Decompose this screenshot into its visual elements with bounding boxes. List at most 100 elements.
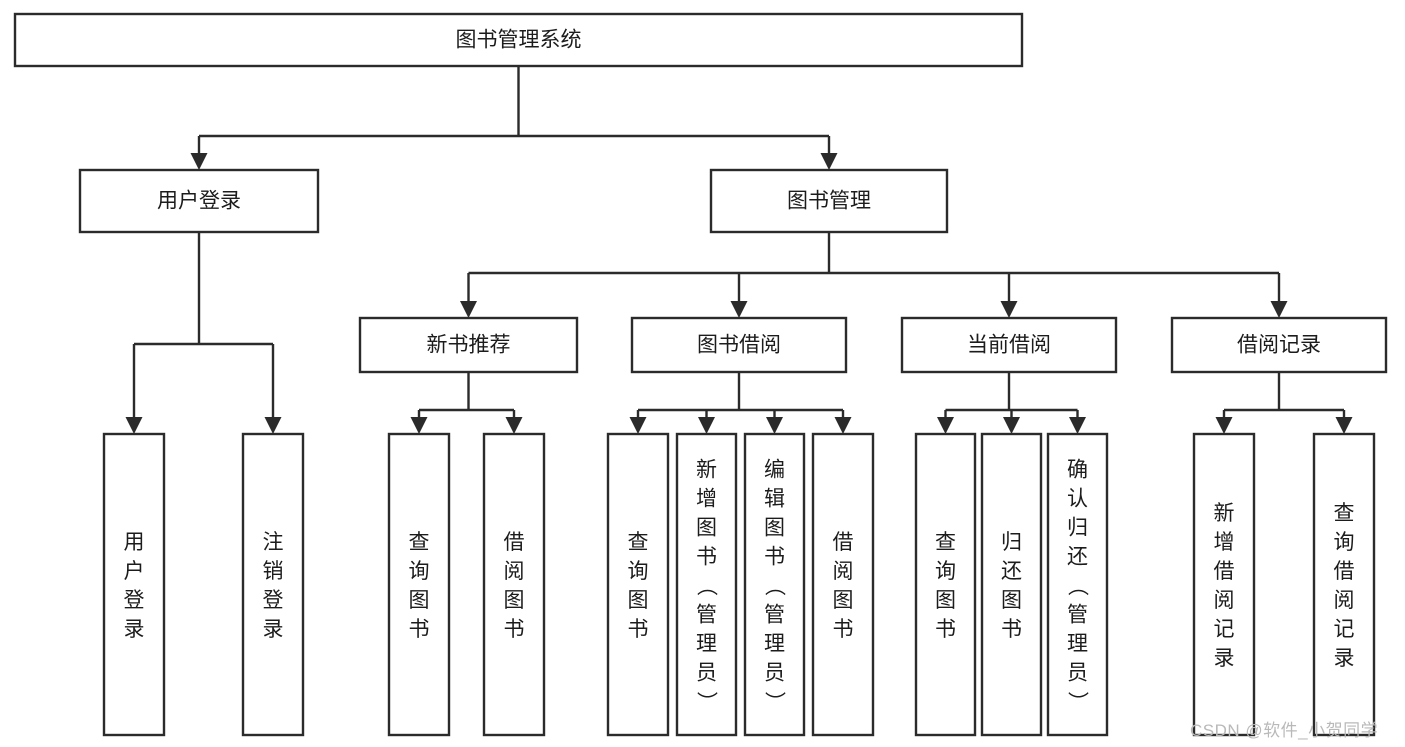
- svg-text:理: 理: [696, 633, 717, 656]
- svg-text:图: 图: [696, 517, 717, 540]
- node-book-borrow[interactable]: 图书借阅: [630, 316, 848, 374]
- arrow-head-icon: [1335, 417, 1353, 434]
- svg-text:注: 注: [263, 531, 284, 554]
- arrow-head-icon: [834, 417, 852, 434]
- svg-text:新: 新: [696, 459, 717, 482]
- svg-text:图: 图: [628, 589, 649, 612]
- node-book-borrow-box: [630, 316, 848, 374]
- arrow-head-icon: [698, 417, 715, 434]
- svg-text:书: 书: [409, 618, 430, 641]
- node-book-management[interactable]: 图书管理: [709, 168, 949, 234]
- svg-text:借: 借: [1334, 560, 1355, 583]
- arrow-head-icon: [1215, 417, 1233, 434]
- svg-text:）: ）: [695, 691, 718, 712]
- svg-text:录: 录: [263, 618, 284, 641]
- svg-text:图: 图: [409, 589, 430, 612]
- node-user-login-label: 用户登录: [157, 190, 241, 213]
- svg-text:询: 询: [1334, 531, 1355, 554]
- node-root-root[interactable]: 图书管理系统: [13, 12, 1024, 68]
- svg-text:图: 图: [764, 517, 785, 540]
- arrow-head-icon: [125, 417, 143, 434]
- svg-text:登: 登: [124, 589, 145, 612]
- arrow-head-icon: [505, 417, 523, 434]
- svg-text:阅: 阅: [1214, 589, 1235, 612]
- svg-text:查: 查: [628, 531, 649, 554]
- node-leaf-user-login[interactable]: 用户登录: [102, 432, 166, 737]
- svg-text:理: 理: [764, 633, 785, 656]
- svg-text:员: 员: [696, 662, 717, 685]
- svg-text:书: 书: [504, 618, 525, 641]
- svg-text:销: 销: [263, 560, 284, 583]
- diagram-nodes: 图书管理系统用户登录图书管理新书推荐图书借阅当前借阅借阅记录用户登录注销登录查询…: [13, 12, 1388, 737]
- node-user-login-box: [78, 168, 320, 234]
- node-current-borrow[interactable]: 当前借阅: [900, 316, 1118, 374]
- svg-text:借: 借: [1214, 560, 1235, 583]
- arrow-head-icon: [1069, 417, 1086, 434]
- svg-text:还: 还: [1001, 560, 1022, 583]
- svg-text:增: 增: [1214, 531, 1235, 554]
- node-current-borrow-box: [900, 316, 1118, 374]
- svg-text:新: 新: [1214, 502, 1235, 525]
- svg-text:）: ）: [1066, 691, 1089, 712]
- svg-text:）: ）: [763, 691, 786, 712]
- svg-text:管: 管: [764, 604, 785, 627]
- arrow-head-icon: [264, 417, 282, 434]
- node-borrow-record[interactable]: 借阅记录: [1170, 316, 1388, 374]
- arrow-head-icon: [820, 153, 838, 170]
- node-leaf-return-book-box: [980, 432, 1043, 737]
- svg-text:查: 查: [1334, 502, 1355, 525]
- node-book-borrow-label: 图书借阅: [697, 334, 781, 357]
- arrow-head-icon: [1000, 301, 1018, 318]
- node-root-root-box: [13, 12, 1024, 68]
- svg-text:记: 记: [1214, 618, 1235, 641]
- svg-text:录: 录: [124, 618, 145, 641]
- node-leaf-edit-book-admin-box: [743, 432, 806, 737]
- node-leaf-borrow-book-borrow-box: [811, 432, 875, 737]
- svg-text:增: 增: [696, 488, 717, 511]
- svg-text:图: 图: [504, 589, 525, 612]
- svg-text:图: 图: [833, 589, 854, 612]
- node-leaf-query-book-borrow-box: [606, 432, 670, 737]
- svg-text:借: 借: [833, 531, 854, 554]
- svg-text:还: 还: [1067, 546, 1088, 569]
- svg-text:归: 归: [1001, 531, 1022, 554]
- svg-text:员: 员: [1067, 662, 1088, 685]
- svg-text:记: 记: [1334, 618, 1355, 641]
- node-user-login[interactable]: 用户登录: [78, 168, 320, 234]
- node-new-book-recommend-label: 新书推荐: [427, 334, 511, 357]
- svg-text:阅: 阅: [504, 560, 525, 583]
- svg-text:查: 查: [409, 531, 430, 554]
- node-leaf-add-borrow-record-box: [1192, 432, 1256, 737]
- svg-text:编: 编: [764, 459, 785, 482]
- node-new-book-recommend[interactable]: 新书推荐: [358, 316, 579, 374]
- svg-text:询: 询: [628, 560, 649, 583]
- svg-text:图: 图: [1001, 589, 1022, 612]
- svg-text:阅: 阅: [833, 560, 854, 583]
- svg-text:管: 管: [696, 604, 717, 627]
- arrow-head-icon: [1003, 417, 1020, 434]
- arrow-head-icon: [410, 417, 428, 434]
- svg-text:归: 归: [1067, 517, 1088, 540]
